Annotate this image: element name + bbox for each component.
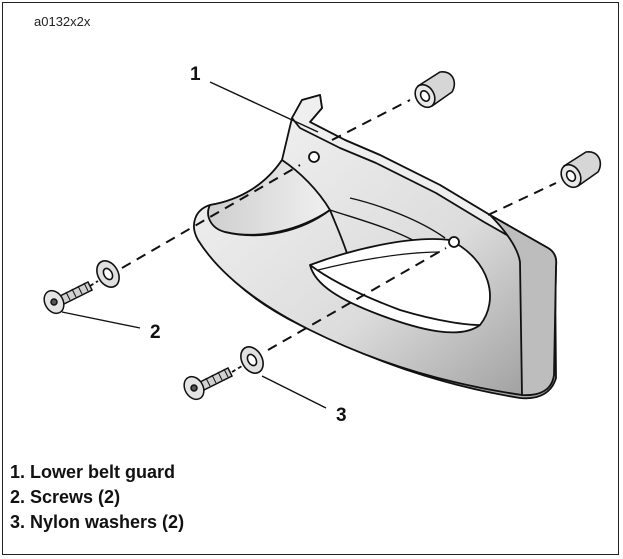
alignment-lines: [121, 99, 557, 351]
legend-item-nylon-washers: 3. Nylon washers (2): [10, 512, 185, 532]
screw-left: [43, 280, 94, 315]
callout-2-label: 2: [150, 322, 161, 343]
lower-belt-guard: [193, 94, 558, 400]
parts-legend: 1. Lower belt guard 2. Screws (2) 3. Nyl…: [10, 460, 184, 535]
callout-3-label: 3: [336, 405, 347, 426]
figure-id: a0132x2x: [34, 14, 91, 29]
callout-2-leader: [61, 311, 141, 329]
screw-bottom-axis: [231, 365, 243, 373]
washer-left: [96, 260, 120, 288]
nylon-bushing-top: [414, 71, 456, 109]
nylon-bushing-right: [560, 151, 602, 189]
callout-1-leader: [209, 81, 319, 133]
washer-bottom: [240, 346, 264, 374]
callout-3-leader: [261, 375, 327, 409]
legend-item-lower-belt-guard: 1. Lower belt guard: [10, 462, 176, 482]
legend-item-screws: 2. Screws (2): [10, 487, 121, 507]
screw-left-axis: [89, 280, 99, 287]
screw-bottom: [183, 366, 234, 401]
callout-1-label: 1: [190, 64, 201, 85]
